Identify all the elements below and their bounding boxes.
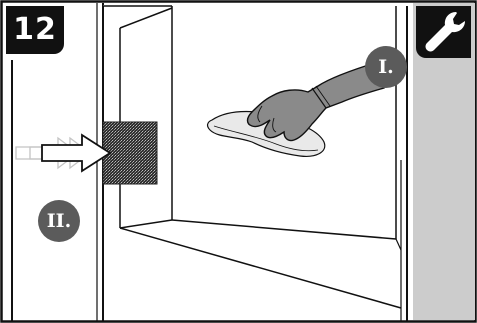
step-number-badge: 12 — [6, 6, 64, 54]
cavity-floor-right — [395, 238, 402, 251]
marker-step-two-label: II. — [46, 209, 72, 232]
marker-step-one-label: I. — [378, 55, 394, 78]
cavity-floor-front — [119, 227, 402, 309]
cavity-front-top-diagonal — [119, 7, 173, 29]
gloved-arm — [246, 61, 385, 142]
marker-step-one: I. — [365, 46, 407, 88]
cavity-floor-left — [119, 219, 173, 229]
cavity-back-bottom — [171, 219, 397, 240]
tool-badge — [416, 6, 471, 58]
step-number: 12 — [13, 12, 57, 47]
wrench-icon — [425, 12, 465, 52]
insert-arrow — [41, 133, 112, 173]
marker-step-two: II. — [38, 200, 80, 242]
